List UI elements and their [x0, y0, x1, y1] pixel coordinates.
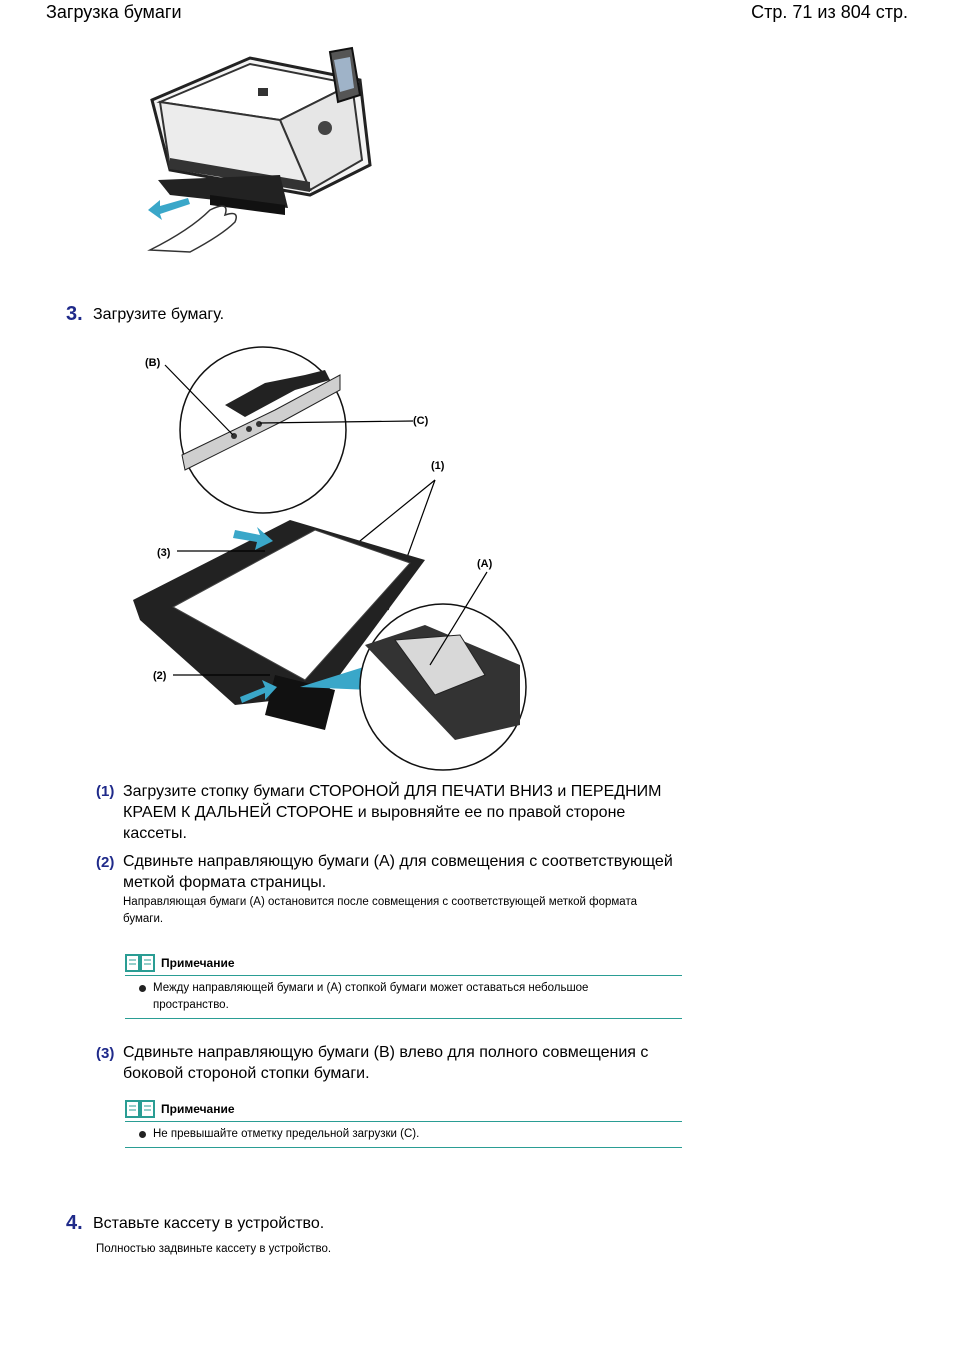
step-4-number: 4. [66, 1212, 83, 1234]
substep-2-detail-line-1: Направляющая бумаги (A) остановится посл… [123, 896, 637, 908]
cassette-diagram: (B) (C) (1) (3) (2) (A) [133, 346, 527, 771]
substep-3-line-1: Сдвиньте направляющую бумаги (B) влево д… [123, 1044, 649, 1061]
page-header-title: Загрузка бумаги [46, 2, 182, 22]
substep-1-text: Загрузите стопку бумаги СТОРОНОЙ ДЛЯ ПЕЧ… [123, 781, 743, 844]
substep-1-number: (1) [96, 783, 115, 800]
substep-2-number: (2) [96, 854, 115, 871]
note-1-item: Между направляющей бумаги и (A) стопкой … [125, 976, 682, 1018]
note-2-line-1: Не превышайте отметку предельной загрузк… [153, 1128, 420, 1140]
substep-2-line-2: меткой формата страницы. [123, 874, 327, 891]
note-1-line-1: Между направляющей бумаги и (A) стопкой … [153, 982, 589, 994]
note-2-title: Примечание [161, 1102, 235, 1116]
label-3: (3) [157, 547, 171, 559]
substep-1-line-2: КРАЕМ К ДАЛЬНЕЙ СТОРОНЕ и выровняйте ее … [123, 804, 626, 821]
note-1-line-2: пространство. [153, 999, 229, 1011]
substep-2-detail-line-2: бумаги. [123, 913, 164, 925]
note-1: Примечание Между направляющей бумаги и (… [125, 952, 682, 1019]
step-3-text: Загрузите бумагу. [93, 306, 225, 323]
label-1: (1) [431, 460, 445, 472]
bullet-icon [139, 1131, 146, 1138]
label-c: (C) [413, 415, 429, 427]
label-a: (A) [477, 558, 493, 570]
note-1-title: Примечание [161, 956, 235, 970]
note-2: Примечание Не превышайте отметку предель… [125, 1098, 682, 1148]
substep-2-text: Сдвиньте направляющую бумаги (A) для сов… [123, 851, 743, 893]
substep-3-text: Сдвиньте направляющую бумаги (B) влево д… [123, 1042, 743, 1084]
book-icon [125, 954, 155, 972]
substep-3-number: (3) [96, 1045, 115, 1062]
step-3-number: 3. [66, 303, 83, 325]
substep-3-line-2: боковой стороной стопки бумаги. [123, 1065, 370, 1082]
book-icon [125, 1100, 155, 1118]
note-2-item: Не превышайте отметку предельной загрузк… [125, 1122, 682, 1147]
substep-2-line-1: Сдвиньте направляющую бумаги (A) для сов… [123, 853, 673, 870]
bullet-icon [139, 985, 146, 992]
substep-1-line-3: кассеты. [123, 825, 187, 842]
substep-2-detail: Направляющая бумаги (A) остановится посл… [123, 894, 743, 928]
page-header-page-info: Стр. 71 из 804 стр. [751, 2, 908, 22]
step-4-detail: Полностью задвиньте кассету в устройство… [96, 1243, 332, 1255]
label-2: (2) [153, 670, 167, 682]
label-b: (B) [145, 357, 161, 369]
substep-1-line-1: Загрузите стопку бумаги СТОРОНОЙ ДЛЯ ПЕЧ… [123, 783, 662, 800]
step-4-text: Вставьте кассету в устройство. [93, 1215, 325, 1232]
printer-cassette-illustration [147, 46, 372, 253]
